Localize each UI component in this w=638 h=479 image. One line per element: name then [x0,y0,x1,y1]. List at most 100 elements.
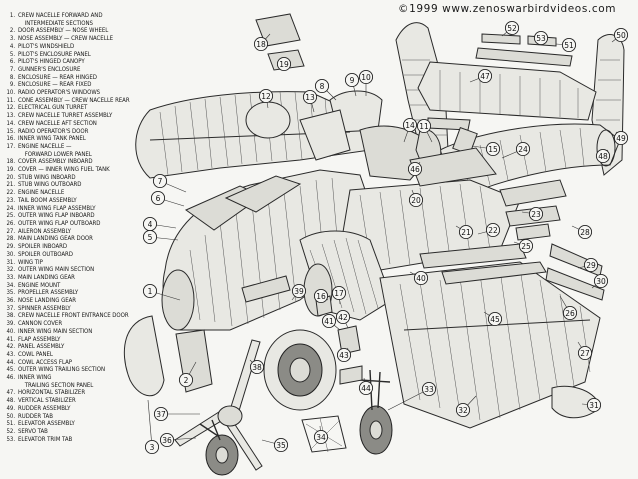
legend-number: 42. [6,343,16,351]
part-callout: 22 [485,222,501,238]
callout-circle [402,117,418,133]
legend-number: 37. [6,304,16,312]
legend-number: 48. [6,397,16,405]
legend-number: 49. [6,404,16,412]
copyright-notice: ©1999 www.zenoswarbirdvideos.com [398,3,617,15]
callout-number: 20 [411,196,421,205]
legend-text: CREW NACELLE FRONT ENTRANCE DOOR [18,312,129,320]
legend-number: 19. [6,166,16,174]
callout-number: 30 [596,277,606,286]
legend-entry: 2.DOOR ASSEMBLY — NOSE WHEEL [3,27,171,35]
part-callout: 50 [613,27,629,43]
part-callout: 45 [487,311,503,327]
horizontal-stabilizer-drawing [417,33,597,131]
callout-circle [577,345,593,361]
legend-text: OUTER WING MAIN SECTION [18,266,95,274]
legend-number: 12. [6,104,16,112]
legend-entry: 20.STUB WING INBOARD [3,174,171,182]
legend-text: SPOILER INBOARD [18,243,68,251]
legend-number [3,20,15,28]
callout-circle [416,118,432,134]
legend-text: COVER ASSEMBLY INBOARD [18,158,93,166]
callout-number: 18 [256,40,266,49]
part-callout: 15 [485,141,501,157]
legend-number: 22. [6,189,16,197]
callout-circle [518,238,534,254]
legend-text: INNER WING MAIN SECTION [18,327,93,335]
legend-number: 20. [6,173,16,181]
callout-number: 46 [410,165,420,174]
legend-entry: 33.MAIN LANDING GEAR [3,274,171,282]
callout-number: 48 [598,152,608,161]
part-callout: 36 [159,432,175,448]
legend-number: 47. [6,389,16,397]
legend-number: 14. [6,119,16,127]
legend-entry: 26.OUTER WING FLAP OUTBOARD [3,220,171,228]
legend-number: 7. [9,65,15,73]
callout-number: 1 [148,287,153,296]
legend-text: NOSE LANDING GEAR [18,297,77,305]
legend-number: 46. [6,374,16,382]
part-callout: 1 [142,283,158,299]
callout-leader-line [147,399,153,448]
callout-circle [276,56,292,72]
legend-entry: 24.INNER WING FLAP ASSEMBLY [3,205,171,213]
callout-circle [613,27,629,43]
legend-entry: 40.INNER WING MAIN SECTION [3,328,171,336]
callout-circle [358,380,374,396]
legend-text: CONE ASSEMBLY — CREW NACELLE REAR [18,96,130,104]
callout-number: 2 [184,376,189,385]
callout-circle [178,372,194,388]
legend-entry: 3.NOSE ASSEMBLY — CREW NACELLE [3,35,171,43]
part-callout: 37 [153,406,169,422]
legend-text: ENGINE NACELLE [18,189,65,197]
callout-number: 21 [461,228,471,237]
part-callout: 23 [528,206,544,222]
legend-entry: 38.CREW NACELLE FRONT ENTRANCE DOOR [3,312,171,320]
callout-circle [408,192,424,208]
legend-text: VERTICAL STABILIZER [18,397,76,405]
part-callout: 39 [291,283,307,299]
callout-number: 53 [536,34,546,43]
callout-leader-line [387,388,430,411]
legend-number: 32. [6,266,16,274]
callout-circle [533,30,549,46]
callout-circle [593,273,609,289]
legend-text: ELEVATOR ASSEMBLY [18,420,75,428]
legend-entry: INTERMEDIATE SECTIONS [3,20,171,28]
callout-number: 9 [350,76,355,85]
legend-number: 6. [9,58,15,66]
callout-number: 6 [156,194,161,203]
legend-entry: 23.TAIL BOOM ASSEMBLY [3,197,171,205]
part-callout: 26 [562,305,578,321]
legend-number: 30. [6,250,16,258]
legend-text: ELECTRICAL GUN TURRET [18,104,88,112]
part-callout: 16 [313,288,329,304]
legend-number: 28. [6,235,16,243]
legend-number: 21. [6,181,16,189]
legend-number: 5. [9,50,15,58]
legend-number: 3. [9,35,15,43]
legend-entry: 44.COWL ACCESS FLAP [3,359,171,367]
legend-text: CREW NACELLE TURRET ASSEMBLY [18,112,113,120]
callout-number: 52 [507,24,517,33]
callout-circle [314,78,330,94]
legend-entry: 34.ENGINE MOUNT [3,282,171,290]
callout-number: 17 [334,289,344,298]
legend-entry: 7.GUNNER'S ENCLOSURE [3,66,171,74]
legend-entry: 39.CANNON COVER [3,320,171,328]
legend-entry: 37.SPINNER ASSEMBLY [3,305,171,313]
legend-text: NOSE ASSEMBLY — CREW NACELLE [18,35,114,43]
callout-circle [142,229,158,245]
legend-text: CANNON COVER [18,320,63,328]
callout-circle [504,20,520,36]
legend-number: 40. [6,327,16,335]
callout-number: 44 [361,384,371,393]
legend-text: COVER — INNER WING FUEL TANK [18,166,110,174]
callout-circle [331,285,347,301]
legend-text: PILOT'S WINDSHIELD [18,42,75,50]
legend-number: 45. [6,366,16,374]
legend-entry: 21.STUB WING OUTBOARD [3,181,171,189]
callout-circle [586,397,602,413]
callout-number: 28 [580,228,590,237]
